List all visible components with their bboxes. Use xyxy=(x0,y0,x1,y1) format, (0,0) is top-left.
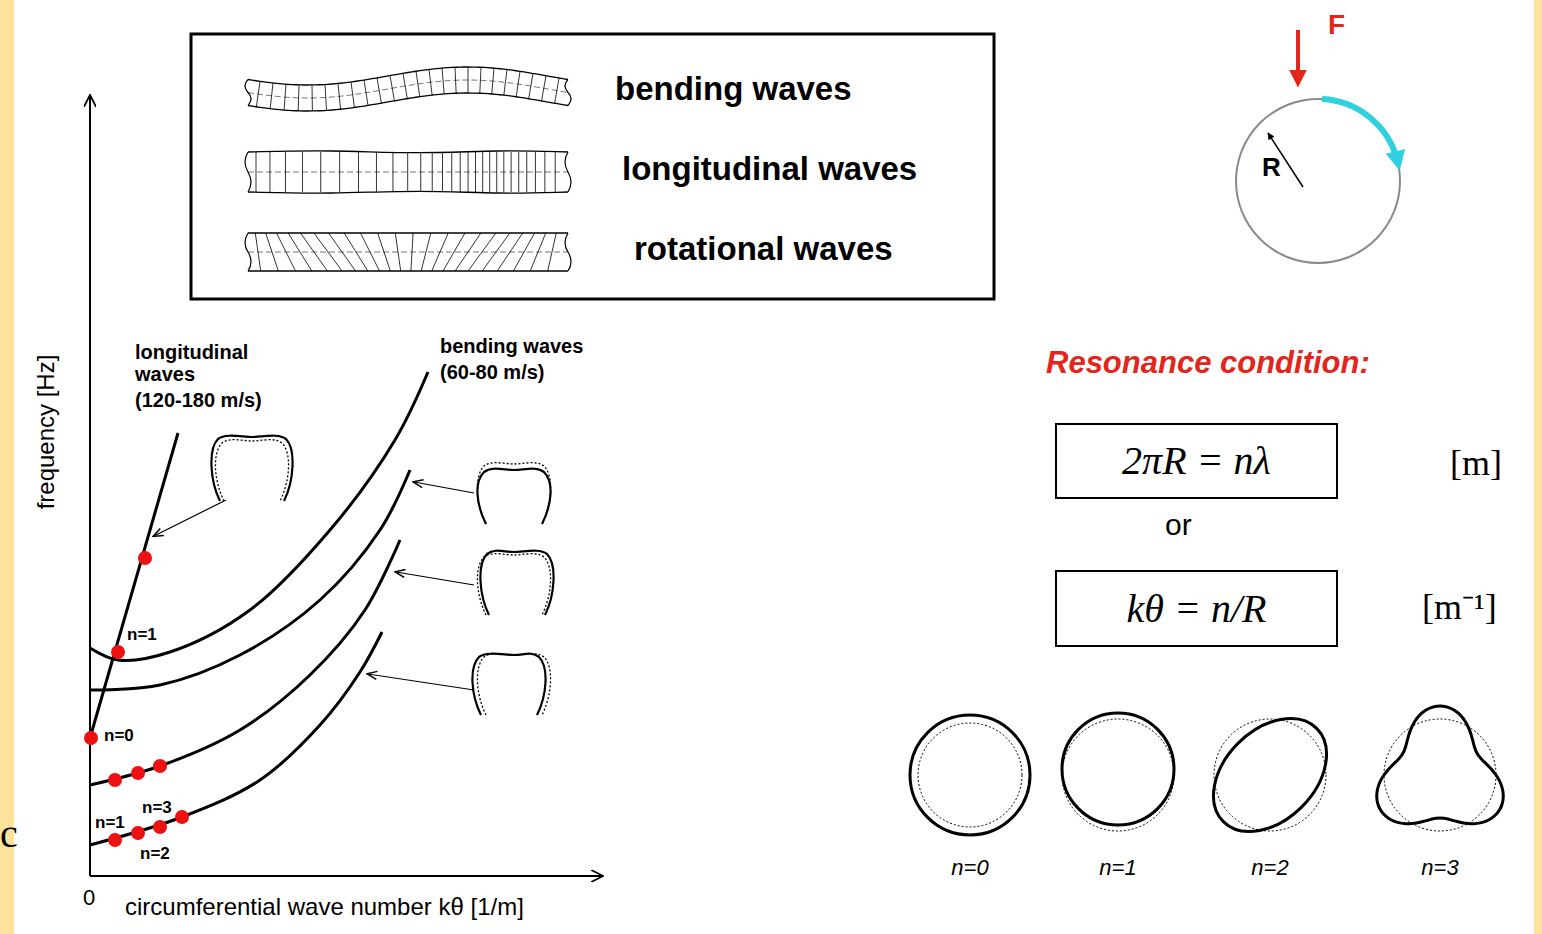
mode-label: n=2 xyxy=(140,845,170,864)
mode-label: n=1 xyxy=(95,814,125,833)
cut-off-letter: c xyxy=(0,812,18,856)
mode-label: n=0 xyxy=(104,727,134,746)
axis-label: frequency [Hz] xyxy=(33,355,59,510)
connector-word: or xyxy=(1165,508,1192,541)
heading: Resonance condition: xyxy=(1046,346,1370,380)
wave-travel-arrow xyxy=(1322,99,1398,163)
beam-sketches xyxy=(245,67,571,271)
mode-label: n=3 xyxy=(1421,856,1458,880)
unit-label: [m⁻¹] xyxy=(1422,588,1497,628)
curve-label: longitudinal waves xyxy=(135,341,285,385)
y-axis xyxy=(89,96,91,876)
curve-label: bending waves xyxy=(440,335,583,357)
legend-entry: rotational waves xyxy=(634,231,893,267)
dispersion-curves xyxy=(84,372,428,847)
tire-ring xyxy=(1236,99,1400,263)
speed-label: (60-80 m/s) xyxy=(440,361,545,383)
legend-entry: longitudinal waves xyxy=(622,151,917,187)
mode-label: n=1 xyxy=(1099,856,1136,880)
origin-label: 0 xyxy=(83,886,95,910)
mode-label: n=1 xyxy=(127,626,157,645)
speed-label: (120-180 m/s) xyxy=(135,389,262,411)
mode-label: n=3 xyxy=(142,799,172,818)
mode-shapes xyxy=(910,697,1503,854)
legend-frame xyxy=(191,34,994,299)
formula: kθ = n/R xyxy=(1127,587,1267,631)
force-arrow xyxy=(1296,30,1300,84)
legend-entry: bending waves xyxy=(615,71,852,107)
formula-box: kθ = n/R xyxy=(1055,570,1338,647)
tire-profiles xyxy=(154,436,554,715)
formula: 2πR = nλ xyxy=(1122,439,1271,483)
formula-box: 2πR = nλ xyxy=(1055,423,1338,499)
radius-label: R xyxy=(1262,153,1281,182)
unit-label: [m] xyxy=(1450,444,1502,484)
mode-label: n=2 xyxy=(1251,856,1288,880)
mode-label: n=0 xyxy=(951,856,988,880)
force-label: F xyxy=(1328,10,1345,41)
axis-label: circumferential wave number kθ [1/m] xyxy=(125,894,524,920)
x-axis xyxy=(90,875,602,877)
